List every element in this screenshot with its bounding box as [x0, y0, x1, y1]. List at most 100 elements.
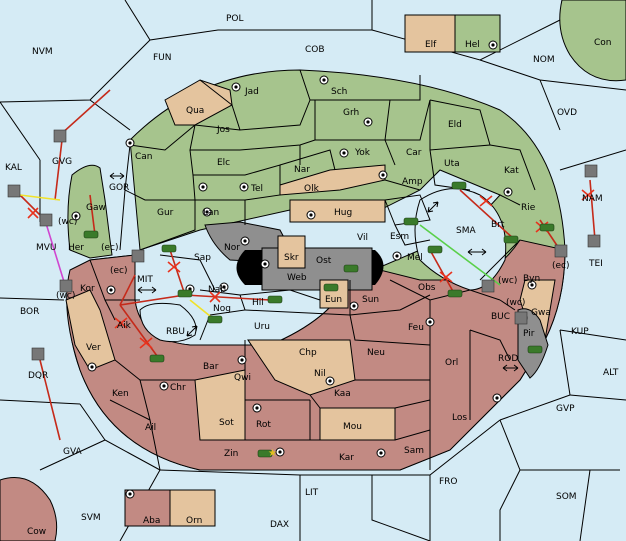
label-coast-ec-2: (ec) — [110, 266, 128, 276]
territory-cow[interactable] — [0, 477, 58, 541]
label-cow: Cow — [27, 527, 46, 537]
label-alt: ALT — [603, 368, 619, 378]
label-mit: MIT — [137, 275, 153, 285]
label-gvp: GVP — [556, 404, 575, 414]
label-gor: GOR — [109, 183, 129, 193]
label-zin: Zin — [224, 449, 238, 459]
label-ver: Ver — [86, 343, 101, 353]
label-qwi: Qwi — [234, 373, 251, 383]
label-som: SOM — [556, 492, 577, 502]
label-car: Car — [406, 148, 422, 158]
label-fun: FUN — [153, 53, 172, 63]
label-vil: Vil — [357, 233, 368, 243]
label-kar: Kar — [339, 453, 354, 463]
label-nog: Nog — [213, 304, 231, 314]
label-dqr: DQR — [28, 371, 48, 381]
label-tel: Tel — [250, 184, 263, 194]
label-her: Her — [68, 243, 84, 253]
label-mvu: MVU — [36, 243, 57, 253]
label-sch: Sch — [331, 87, 347, 97]
label-nvm: NVM — [32, 47, 53, 57]
label-mou: Mou — [343, 422, 362, 432]
label-nar: Nar — [294, 165, 310, 175]
territory-pir[interactable] — [517, 308, 549, 379]
label-web: Web — [287, 273, 307, 283]
territory-orn[interactable] — [169, 489, 216, 527]
label-kat: Kat — [504, 166, 519, 176]
label-bor: BOR — [20, 307, 39, 317]
label-hil: Hil — [252, 298, 264, 308]
label-rot: Rot — [256, 420, 271, 430]
label-esm: Esm — [390, 232, 409, 242]
label-jos: Jos — [216, 125, 230, 135]
fleets — [7, 129, 601, 361]
label-lit: LIT — [305, 488, 319, 498]
label-brt: Brt — [491, 220, 505, 230]
label-bar: Bar — [203, 362, 219, 372]
label-olk: Olk — [304, 184, 320, 194]
label-kal: KAL — [5, 163, 22, 173]
label-aik: Aik — [117, 321, 132, 331]
label-aba: Aba — [143, 516, 160, 526]
label-orl: Orl — [445, 358, 458, 368]
label-can: Can — [135, 152, 153, 162]
label-pir: Pir — [523, 329, 535, 339]
label-ail: Ail — [145, 423, 156, 433]
label-coast-wc-4: (wc) — [506, 298, 525, 308]
label-hug: Hug — [334, 208, 352, 218]
label-gaw: Gaw — [86, 203, 106, 213]
label-grh: Grh — [343, 108, 359, 118]
label-sun: Sun — [362, 295, 379, 305]
label-tei: TEI — [588, 259, 603, 269]
label-dax: DAX — [270, 520, 289, 530]
label-mel: Mel — [407, 253, 423, 263]
label-kor: Kor — [80, 284, 95, 294]
label-nam: NAM — [582, 194, 603, 204]
label-kaa: Kaa — [334, 389, 351, 399]
label-sap: Sap — [194, 253, 211, 263]
label-rod: ROD — [498, 354, 518, 364]
label-chr: Chr — [170, 383, 186, 393]
label-yok: Yok — [354, 148, 371, 158]
label-uru: Uru — [254, 322, 270, 332]
label-qua: Qua — [186, 106, 204, 116]
supply-centers — [71, 40, 537, 499]
label-fro: FRO — [439, 477, 458, 487]
label-coast-wc-2: (wc) — [56, 291, 75, 301]
label-jad: Jad — [244, 87, 259, 97]
label-nab: Nab — [208, 285, 226, 295]
label-amp: Amp — [402, 177, 423, 187]
label-rie: Rie — [521, 203, 536, 213]
label-coast-wc-3: (wc) — [498, 276, 517, 286]
label-skr: Skr — [284, 253, 299, 263]
territory-con[interactable] — [559, 0, 626, 82]
label-los: Los — [452, 413, 467, 423]
label-kup: KUP — [571, 327, 589, 337]
label-gwa: Gwa — [531, 308, 551, 318]
label-lan: Lan — [203, 208, 219, 218]
province-borders — [89, 69, 536, 471]
label-rbu: RBU — [166, 327, 185, 337]
label-svm: SVM — [81, 513, 101, 523]
label-coast-ec-1: (ec) — [101, 243, 119, 253]
territory-hel[interactable] — [454, 14, 501, 53]
label-ovd: OVD — [557, 108, 577, 118]
label-sot: Sot — [219, 418, 234, 428]
label-obs: Obs — [418, 283, 436, 293]
label-byn: Byn — [523, 274, 540, 284]
units — [83, 181, 555, 458]
territory-skr[interactable] — [277, 235, 306, 269]
label-eld: Eld — [448, 120, 462, 130]
territory-gaw[interactable] — [67, 164, 113, 259]
label-pol: POL — [226, 14, 244, 24]
labels: POL FUN COB NVM NOM Con OVD KAL GOR NAM … — [5, 14, 619, 537]
label-gur: Gur — [157, 208, 174, 218]
label-sam: Sam — [404, 446, 424, 456]
label-coast-ec-3: (ec) — [552, 261, 570, 271]
label-buc: BUC — [491, 312, 510, 322]
label-nor: Nor — [224, 243, 240, 253]
label-uta: Uta — [444, 159, 460, 169]
label-gvg: GVG — [52, 157, 72, 167]
label-hel: Hel — [465, 40, 480, 50]
